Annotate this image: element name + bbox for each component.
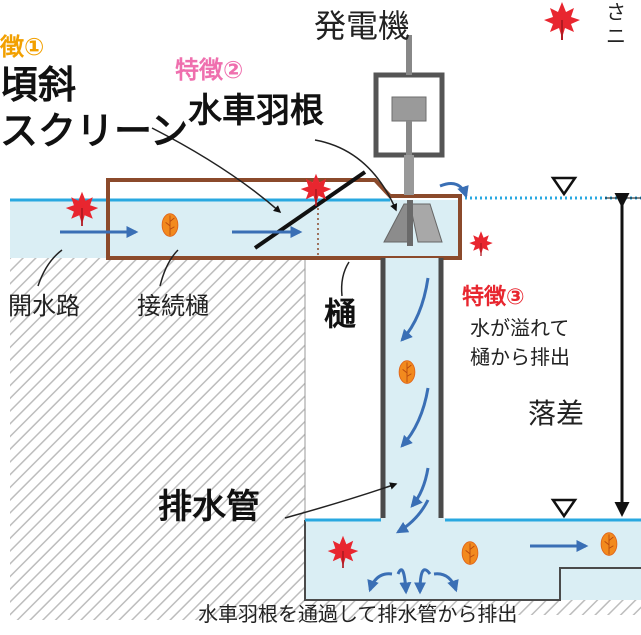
feature1-line2: スクリーン xyxy=(0,109,189,153)
drain-pipe-label: 排水管 xyxy=(158,487,260,527)
head-label: 落差 xyxy=(528,397,585,430)
feature2-tag: 特徴② xyxy=(175,56,244,84)
feature3-tag: 特徴③ xyxy=(462,285,525,310)
feature3-line2: 樋から排出 xyxy=(470,345,570,369)
top-right-line2: ニ xyxy=(606,24,626,48)
feature1-line1: 頃斜 xyxy=(0,63,77,107)
generator-label: 発電機 xyxy=(314,7,411,45)
pipe-arrows xyxy=(395,277,430,534)
trough-label: 樋 xyxy=(324,295,357,333)
turbine-blades xyxy=(383,200,443,246)
feature3-line1: 水が溢れて xyxy=(470,316,570,340)
water-level-triangle-icon xyxy=(550,176,578,519)
open-channel-label: 開水路 xyxy=(8,292,80,320)
inclined-screen xyxy=(253,170,367,250)
head-arrow xyxy=(605,193,641,517)
outlet-arrows xyxy=(367,540,589,595)
generator xyxy=(373,35,445,195)
top-right-line1: さ xyxy=(606,0,626,24)
channel-arrows xyxy=(60,182,469,238)
leader-lines xyxy=(37,127,398,519)
connecting-trough-label: 接続樋 xyxy=(137,292,209,320)
feature1-tag: 徴① xyxy=(0,33,45,61)
bottom-caption: 水車羽根を通過して排水管から排出 xyxy=(198,602,518,626)
feature2-name: 水車羽根 xyxy=(188,91,324,131)
